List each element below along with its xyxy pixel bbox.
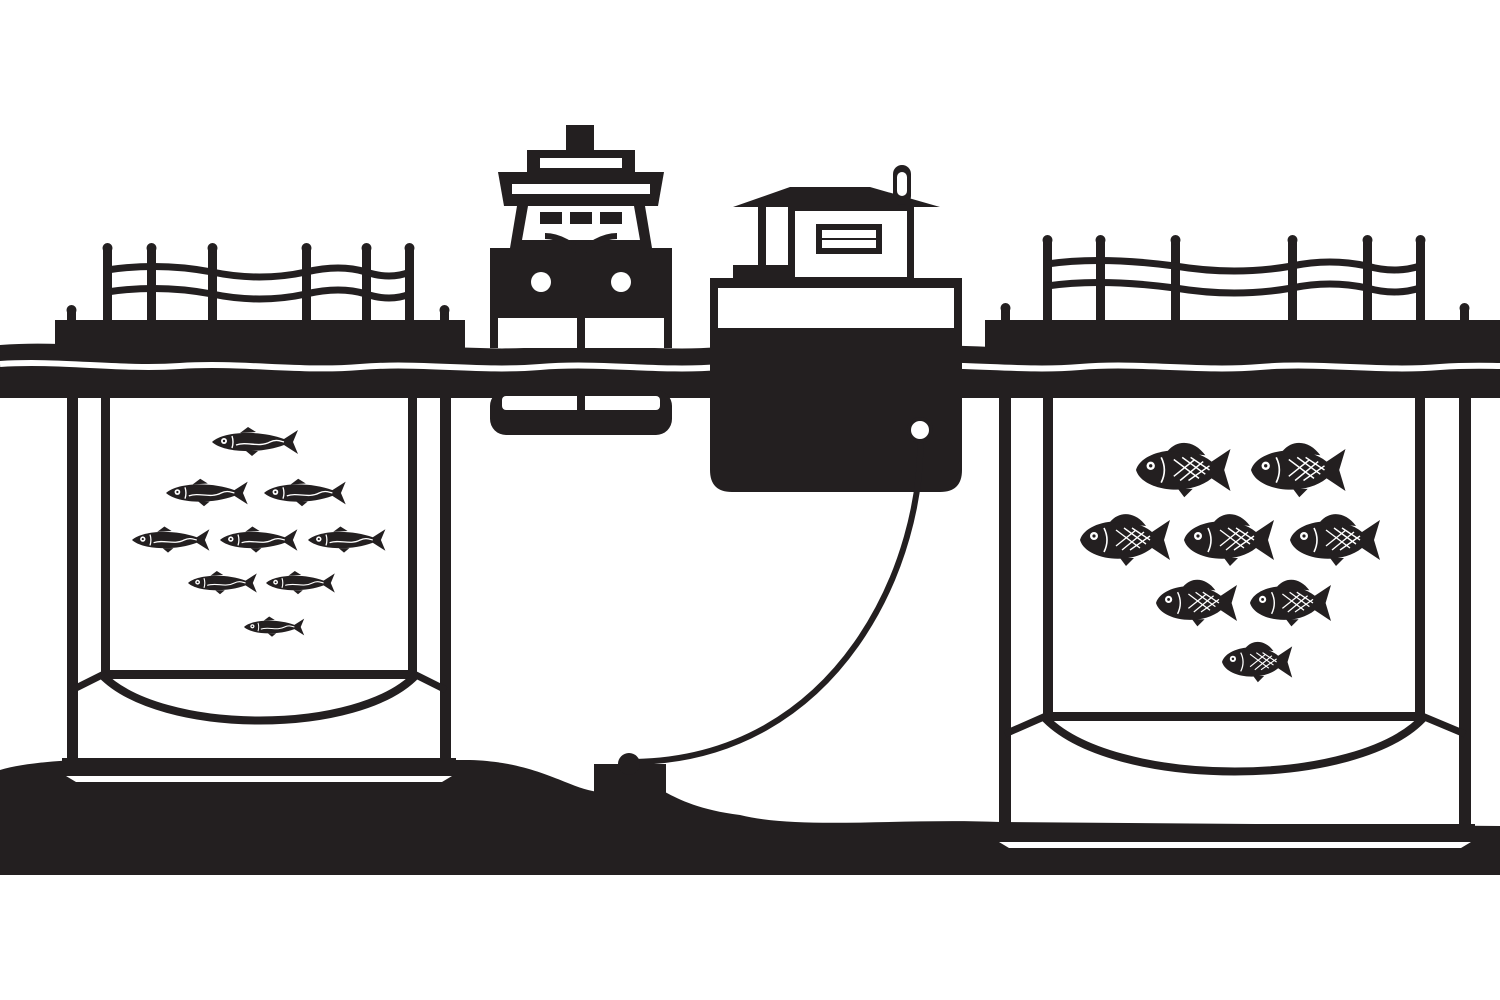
fish-icon bbox=[131, 525, 211, 554]
right-pen-railing bbox=[1000, 235, 1470, 324]
fish-icon bbox=[1249, 578, 1332, 628]
cage-net-icon bbox=[995, 396, 1475, 848]
fish-icon bbox=[1135, 441, 1232, 499]
left-pen-deck bbox=[55, 320, 465, 356]
cage-net-icon bbox=[62, 396, 456, 782]
fish-icon bbox=[1155, 578, 1238, 628]
fish-icon bbox=[243, 616, 305, 638]
left-pen-fish-school bbox=[131, 426, 387, 638]
fish-icon bbox=[307, 525, 387, 554]
fish-icon bbox=[1250, 441, 1347, 499]
fish-icon bbox=[187, 570, 258, 595]
left-fish-pen bbox=[55, 243, 465, 782]
fish-icon bbox=[165, 478, 249, 507]
feed-barge-icon bbox=[710, 165, 962, 492]
fish-icon bbox=[1289, 513, 1381, 567]
right-pen-deck bbox=[985, 320, 1500, 356]
feed-pipe-icon bbox=[631, 417, 933, 765]
fish-icon bbox=[265, 570, 336, 595]
left-pen-railing bbox=[66, 243, 450, 324]
seabed-pump-icon bbox=[594, 753, 666, 812]
fish-icon bbox=[1079, 513, 1171, 567]
fish-icon bbox=[1183, 513, 1275, 567]
fishing-boat-icon bbox=[490, 125, 672, 435]
fish-icon bbox=[263, 478, 347, 507]
fish-icon bbox=[1221, 641, 1293, 683]
fish-icon bbox=[211, 426, 299, 457]
right-fish-pen bbox=[985, 235, 1500, 848]
right-pen-fish-school bbox=[1079, 441, 1381, 683]
fish-icon bbox=[219, 525, 299, 554]
